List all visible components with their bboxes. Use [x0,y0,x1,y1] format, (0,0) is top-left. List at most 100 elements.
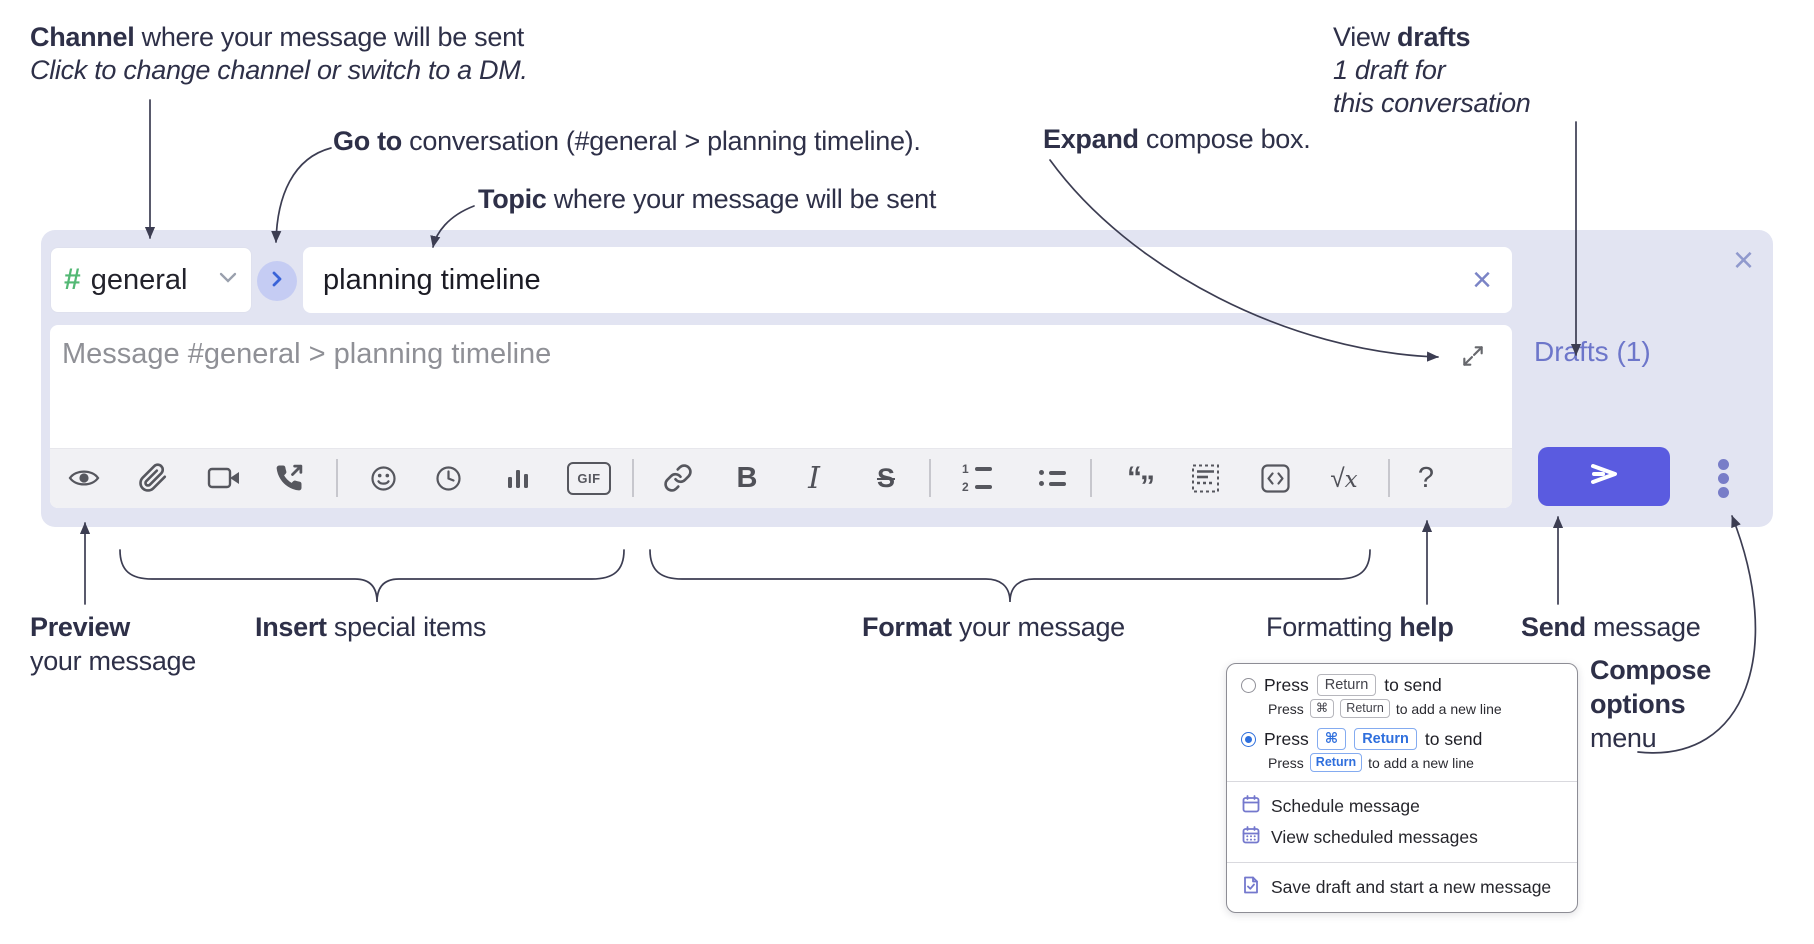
quote-button[interactable]: “” [1114,448,1166,508]
note-goto: Go to conversation (#general > planning … [333,126,921,157]
note-drafts-line2: 1 draft for [1333,55,1446,85]
calendar-icon [1241,794,1261,819]
paperclip-icon [138,463,168,493]
note-send-bold: Send [1521,612,1586,642]
return-key: Return [1354,728,1417,750]
note-send-rest: message [1585,612,1701,642]
italic-button[interactable]: I [788,448,840,508]
note-goto-rest: conversation (#general > planning timeli… [401,126,921,156]
note-topic-rest: where your message will be sent [546,184,937,214]
return-key: Return [1316,674,1377,696]
quote-open: “ [1127,461,1142,494]
video-camera-icon [207,464,241,492]
radio-unselected-icon[interactable] [1241,677,1256,693]
code-button[interactable] [1249,448,1301,508]
quote-close: ” [1140,470,1155,503]
send-plane-icon [1587,459,1621,494]
add-poll-button[interactable] [492,448,544,508]
math-icon: √x [1330,463,1357,494]
menu-item-view-scheduled[interactable]: View scheduled messages [1241,822,1563,853]
preview-button[interactable] [58,448,110,508]
note-format-bold: Format [862,612,952,642]
menu-divider [1227,781,1577,782]
ellipsis-dot [1718,487,1729,498]
note-drafts-line3: this conversation [1333,88,1531,118]
send-button[interactable] [1538,447,1670,506]
note-expand-rest: compose box. [1138,124,1311,154]
send-shortcut-option-2-sub: Press Return to add a new line [1268,753,1563,772]
option2-after: to send [1424,728,1483,749]
bulleted-list-button[interactable] [1025,448,1077,508]
ol-num-2: 2 [962,480,969,494]
note-compose-options-2: options [1590,689,1686,720]
note-preview-bold: Preview [30,612,130,642]
gif-label: GIF [577,470,601,486]
brace-insert [119,549,625,603]
calendar-days-icon [1241,825,1261,850]
emoji-button[interactable] [357,448,409,508]
bar-chart-icon [504,464,532,492]
chevron-down-icon [218,271,238,289]
topic-value: planning timeline [323,263,541,296]
toolbar-divider [336,459,338,497]
menu-item-label: Save draft and start a new message [1271,877,1552,897]
note-format: Format your message [862,612,1125,643]
note-insert: Insert special items [255,612,486,643]
add-global-time-button[interactable] [422,448,474,508]
option1-press: Press [1264,674,1309,695]
note-topic: Topic where your message will be sent [478,184,936,215]
link-button[interactable] [652,448,704,508]
toolbar-divider [1388,459,1390,497]
note-drafts-pre: View [1333,22,1398,52]
spoiler-button[interactable] [1179,448,1231,508]
option1-sub-press: Press [1268,700,1304,717]
note-co-bold1: Compose [1590,655,1711,685]
close-compose-icon[interactable]: × [1733,239,1755,280]
topic-input[interactable]: planning timeline × [303,247,1512,313]
brace-format [649,549,1371,603]
cmd-key: ⌘ [1309,699,1335,718]
eye-icon [67,463,101,493]
bulleted-list-icon [1037,470,1066,486]
bold-button[interactable]: B [721,448,773,508]
message-formatting-help-button[interactable]: ? [1400,448,1452,508]
draft-check-icon [1241,875,1261,900]
message-placeholder: Message #general > planning timeline [62,338,552,370]
note-help-pre: Formatting [1266,612,1400,642]
note-co-bold2: options [1590,689,1686,719]
add-gif-button[interactable]: GIF [563,448,615,508]
arrow-goto [271,147,332,243]
topic-clear-icon[interactable]: × [1472,261,1492,299]
compose-options-button[interactable] [1718,459,1729,498]
menu-item-save-draft[interactable]: Save draft and start a new message [1241,872,1563,903]
note-channel-bold: Channel [30,22,135,52]
cmd-key: ⌘ [1316,728,1347,750]
send-shortcut-option-1[interactable]: Press Return to send [1241,674,1563,696]
note-channel-sub: Click to change channel or switch to a D… [30,55,528,85]
go-to-conversation-button[interactable] [257,261,297,301]
note-expand-bold: Expand [1043,124,1139,154]
radio-selected-icon[interactable] [1241,731,1256,747]
math-button[interactable]: √x [1318,448,1370,508]
video-call-button[interactable] [198,448,250,508]
channel-name: general [90,263,188,296]
note-send-message: Send message [1521,612,1701,643]
voice-call-button[interactable] [263,448,315,508]
return-key: Return [1309,753,1363,772]
note-expand: Expand compose box. [1043,124,1311,155]
expand-compose-icon[interactable] [1460,343,1486,369]
menu-divider [1227,862,1577,863]
send-shortcut-option-2[interactable]: Press ⌘ Return to send [1241,728,1563,750]
option2-sub-press: Press [1268,754,1304,771]
ellipsis-dot [1718,473,1729,484]
option2-press: Press [1264,728,1309,749]
strikethrough-icon: S [876,462,895,493]
numbered-list-button[interactable]: 1 2 [951,448,1003,508]
attach-file-button[interactable] [127,448,179,508]
smiley-icon [368,463,399,494]
drafts-link[interactable]: Drafts (1) [1534,336,1651,367]
note-view-drafts: View drafts [1333,22,1471,53]
menu-item-schedule-message[interactable]: Schedule message [1241,791,1563,822]
channel-selector[interactable]: # general [50,247,252,313]
strikethrough-button[interactable]: S [860,448,912,508]
